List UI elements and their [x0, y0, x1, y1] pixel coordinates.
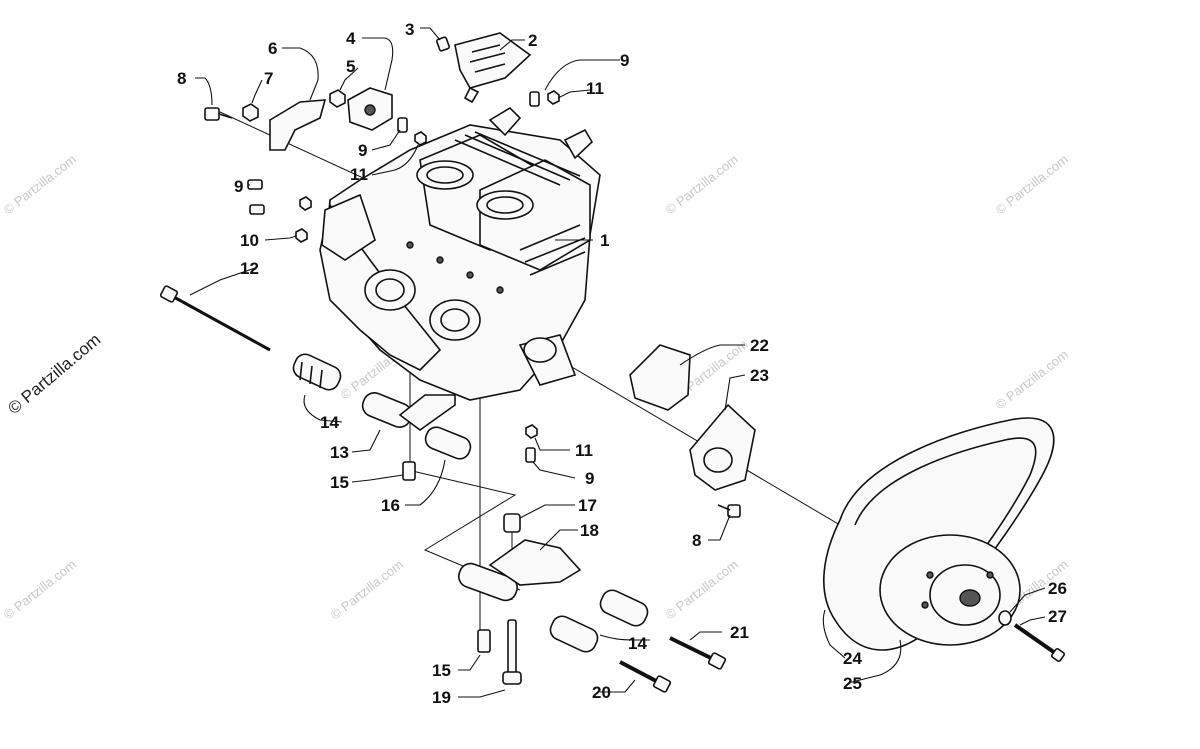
watermark: © Partzilla.com: [328, 557, 406, 623]
callout-11-bottom: 11: [575, 441, 593, 460]
part-14-rubber-mount-left: [292, 353, 342, 391]
callout-24: 24: [843, 649, 862, 668]
callout-1: 1: [600, 231, 609, 250]
callout-9-top-right: 9: [620, 51, 629, 70]
callout-19: 19: [432, 688, 451, 707]
part-8-bolt-top: [204, 107, 233, 121]
part-25-clutch: [879, 534, 1021, 646]
part-10-nuts: [295, 196, 312, 243]
watermark: © Partzilla.com: [663, 152, 741, 218]
callout-11-top-right: 11: [586, 79, 604, 98]
watermark: © Partzilla.com: [993, 152, 1071, 218]
callout-15-top: 15: [330, 473, 349, 492]
part-15-bolts: [402, 461, 491, 653]
part-16-spacer: [424, 426, 472, 460]
callout-27: 27: [1048, 607, 1067, 626]
watermark: © Partzilla.com: [1, 152, 79, 218]
callout-14-right: 14: [628, 634, 647, 653]
callout-25: 25: [843, 674, 862, 693]
callout-4: 4: [346, 29, 356, 48]
callout-20: 20: [592, 683, 611, 702]
callout-5: 5: [346, 57, 355, 76]
callout-8-top: 8: [177, 69, 186, 88]
part-4-mount-cup: [347, 87, 393, 131]
watermark: © Partzilla.com: [993, 347, 1071, 413]
callout-23: 23: [750, 366, 769, 385]
callout-10: 10: [240, 231, 259, 250]
callout-6: 6: [268, 39, 277, 58]
callout-26: 26: [1048, 579, 1067, 598]
part-20-bolt: [619, 660, 672, 693]
callout-2: 2: [528, 31, 537, 50]
callout-3: 3: [405, 20, 414, 39]
watermark: © Partzilla.com: [1, 557, 79, 623]
part-3-screw: [436, 36, 450, 52]
callout-21: 21: [730, 623, 749, 642]
callout-17: 17: [578, 496, 597, 515]
part-18-lower-bracket: [458, 539, 582, 602]
callout-numbers: 1 2 3 4 5 6 7 8 9 11 9 11 9 10 12 14 13 …: [177, 20, 1067, 707]
callout-12: 12: [240, 259, 259, 278]
callout-22: 22: [750, 336, 769, 355]
part-22-heat-shield: [629, 344, 691, 411]
leader-lines: [189, 27, 1046, 698]
part-11-nuts: [414, 90, 560, 439]
callout-15-bottom: 15: [432, 661, 451, 680]
part-6-bracket: [269, 99, 327, 151]
callout-11-middle: 11: [350, 165, 368, 184]
callout-9-middle: 9: [358, 141, 367, 160]
part-19-bolt: [502, 619, 522, 685]
callout-7: 7: [264, 69, 273, 88]
part-23-plate: [689, 403, 756, 491]
part-27-bolt: [1013, 623, 1065, 662]
part-26-washer: [998, 610, 1012, 626]
callout-14-left: 14: [320, 413, 339, 432]
part-13-mount-bracket: [361, 392, 456, 431]
callout-18: 18: [580, 521, 599, 540]
watermark: © Partzilla.com: [663, 557, 741, 623]
part-2-valve-cover: [454, 32, 532, 104]
part-5-nut: [329, 89, 346, 108]
callout-9-left: 9: [234, 177, 243, 196]
part-9-dowels: [247, 91, 540, 463]
callout-8-right: 8: [692, 531, 701, 550]
part-7-nut: [242, 103, 259, 122]
callout-16: 16: [381, 496, 400, 515]
engine-assembly: [319, 106, 601, 401]
part-12-long-bolt: [159, 285, 271, 352]
part-8-bolt-right: [717, 504, 741, 518]
side-watermark: © Partzilla.com: [4, 330, 104, 418]
part-21-bolt: [669, 636, 727, 670]
callout-9-bottom: 9: [585, 469, 594, 488]
part-14-rubber-mount-right: [549, 589, 649, 653]
part-17-bushing: [503, 513, 521, 533]
callout-13: 13: [330, 443, 349, 462]
